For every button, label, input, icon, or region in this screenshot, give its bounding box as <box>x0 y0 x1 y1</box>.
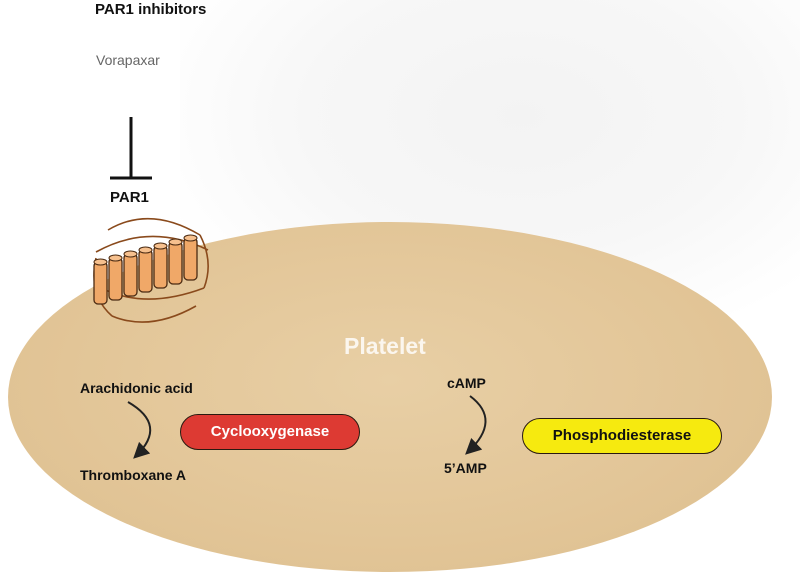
5amp-label: 5’AMP <box>444 460 487 476</box>
arachidonic-acid-label: Arachidonic acid <box>80 380 193 396</box>
par1-receptor-icon <box>93 217 209 323</box>
cell-label: Platelet <box>344 333 426 359</box>
thromboxane-label: Thromboxane A <box>80 467 187 483</box>
camp-label: cAMP <box>447 375 486 391</box>
drug-label: Vorapaxar <box>96 52 160 68</box>
inhibition-symbol <box>110 117 152 180</box>
inhibitor-class-label: PAR1 inhibitors <box>95 1 207 18</box>
cox-reaction-arrow <box>127 401 152 459</box>
cyclooxygenase-badge: Cyclooxygenase <box>180 414 360 450</box>
pde-reaction-arrow <box>465 395 487 455</box>
receptor-label: PAR1 <box>110 189 149 206</box>
phosphodiesterase-badge: Phosphodiesterase <box>522 418 722 454</box>
